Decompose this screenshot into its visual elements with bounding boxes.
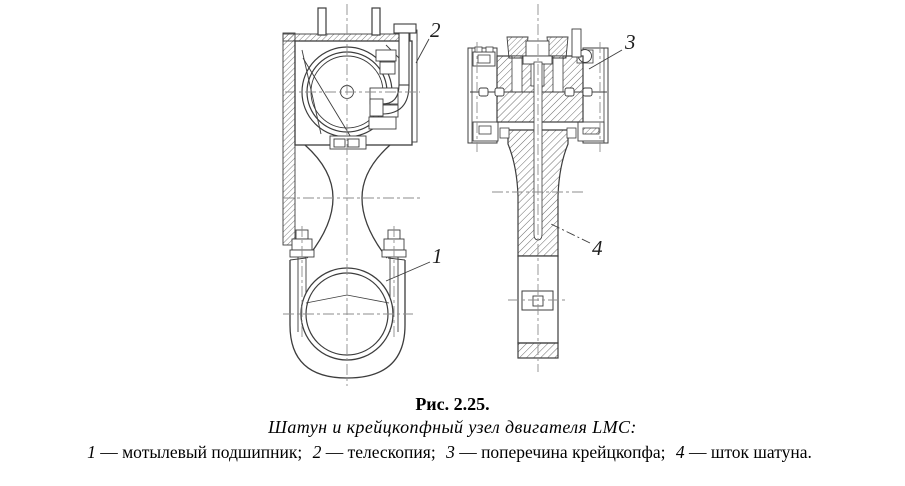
legend-item: 3 — поперечина крейцкопфа;: [446, 442, 665, 462]
legend-item-text: — мотылевый подшипник;: [100, 442, 303, 462]
callout-2: 2: [415, 18, 441, 64]
piston-rod-stud: [546, 36, 569, 59]
callout-4: 4: [550, 223, 603, 260]
technical-drawing: 2 1 3 4: [282, 4, 636, 386]
legend-item-text: — поперечина крейцкопфа;: [459, 442, 666, 462]
figure-caption: Рис. 2.25. Шатун и крейцкопфный узел дви…: [0, 393, 905, 465]
centerlines-left-view: [283, 4, 420, 386]
callout-3: 3: [588, 30, 636, 70]
piston-rod-stud: [506, 36, 529, 59]
pin-bottom-shoe: [329, 135, 367, 150]
callout-2-label: 2: [430, 18, 441, 42]
callout-1-label: 1: [432, 244, 443, 268]
centerlines-right-view: [476, 4, 601, 372]
figure-number: Рис. 2.25.: [415, 394, 490, 414]
cotter: [521, 290, 554, 311]
legend-item: 1 — мотылевый подшипник;: [87, 442, 302, 462]
rod-top-tab: [499, 127, 510, 139]
rod-top-tab: [566, 127, 577, 139]
stuffing-box-wall-left: [317, 7, 327, 36]
right-view-crosshead: [467, 4, 609, 372]
stud-hole: [552, 55, 564, 93]
guide-wall-hatched: [282, 32, 296, 246]
bigend-shoulder: [387, 257, 406, 261]
rod-shank: [304, 144, 391, 259]
legend-item: 2 — телескопия;: [313, 442, 436, 462]
legend-item: 4 — шток шатуна.: [676, 442, 812, 462]
callout-1: 1: [385, 244, 443, 282]
legend-item-text: — телескопия;: [325, 442, 436, 462]
legend-item-text: — шток шатуна.: [689, 442, 812, 462]
legend-item-number: 2: [312, 442, 322, 462]
callout-3-label: 3: [624, 30, 636, 54]
rib-line: [302, 57, 353, 140]
stuffing-box-wall-right: [371, 7, 381, 36]
legend-item-number: 1: [87, 442, 96, 462]
top-pin: [571, 28, 582, 58]
diaphragm-slab: [282, 33, 418, 42]
stud-hole: [511, 55, 523, 93]
figure-legend: 1 — мотылевый подшипник; 2 — телескопия;…: [0, 440, 905, 465]
legend-item-number: 4: [675, 442, 685, 462]
figure-title: Шатун и крейцкопфный узел двигателя LMC:: [268, 417, 637, 437]
callout-4-label: 4: [592, 236, 603, 260]
legend-item-number: 3: [446, 442, 455, 462]
left-view-connecting-rod: [282, 4, 420, 386]
telescope-pipe: [368, 23, 417, 130]
